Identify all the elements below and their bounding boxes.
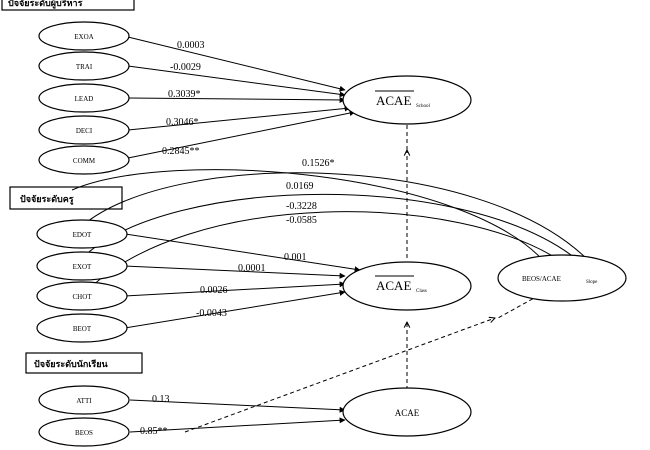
path-beot-class	[124, 289, 346, 329]
group-label-school: ปัจจัยระดับผู้บริหาร	[8, 0, 83, 9]
path-trai-school	[127, 65, 346, 98]
path-beos-acae	[129, 417, 346, 433]
node-acae: ACAE	[342, 387, 472, 437]
node-beos: BEOS	[38, 417, 130, 447]
coef-edot-class: 0.001	[284, 252, 307, 263]
node-acae-class: ACAE Class	[342, 261, 472, 311]
path-comm-slope	[71, 169, 549, 267]
svg-text:EXOT: EXOT	[73, 263, 92, 271]
node-exoa: EXOA	[38, 21, 130, 51]
svg-text:ATTI: ATTI	[76, 397, 92, 405]
coef-exot-class: 0.0001	[238, 263, 266, 274]
node-edot: EDOT	[36, 219, 128, 249]
node-atti: ATTI	[38, 385, 130, 415]
path-atti-acae	[129, 399, 346, 413]
path-chot-class	[124, 281, 346, 297]
path-exot-slope	[81, 193, 581, 263]
node-exot: EXOT	[36, 251, 128, 281]
node-beot: BEOT	[36, 313, 128, 343]
coef-comm: 0.2845**	[162, 146, 200, 157]
coef-trai: -0.0029	[170, 62, 201, 73]
coef-deci: 0.3046*	[166, 117, 199, 128]
node-slope: BEOS/ACAE Slope	[497, 254, 627, 302]
svg-text:ACAE: ACAE	[376, 93, 411, 108]
svg-text:CHOT: CHOT	[72, 293, 92, 301]
svg-text:BEOT: BEOT	[73, 325, 92, 333]
node-lead: LEAD	[38, 83, 130, 113]
path-exot-class	[124, 265, 346, 279]
group-label-student: ปัจจัยระดับนักเรียน	[34, 359, 109, 369]
svg-text:COMM: COMM	[73, 157, 96, 165]
group-box-student: ปัจจัยระดับนักเรียน	[25, 352, 143, 374]
coef-exoa: 0.0003	[177, 40, 205, 51]
svg-text:ACAE: ACAE	[395, 408, 420, 418]
path-comm-school	[127, 110, 356, 159]
coef-chot-slope: -0.3228	[286, 201, 317, 212]
svg-text:EXOA: EXOA	[74, 33, 93, 41]
svg-text:School: School	[416, 104, 431, 109]
coef-beot-class: -0.0043	[196, 308, 227, 319]
node-comm: COMM	[38, 145, 130, 175]
svg-text:TRAI: TRAI	[76, 63, 93, 71]
svg-text:Class: Class	[416, 289, 427, 294]
coef-edot-slope: 0.1526*	[302, 158, 335, 169]
node-chot: CHOT	[36, 281, 128, 311]
coef-atti: 0.13	[152, 394, 170, 405]
path-edot-class	[124, 233, 361, 273]
svg-text:DECI: DECI	[76, 127, 93, 135]
group-box-school: ปัจจัยระดับผู้บริหาร	[1, 0, 135, 11]
coef-exot-slope: 0.0169	[286, 181, 314, 192]
coef-beos: 0.85**	[140, 426, 168, 437]
svg-text:EDOT: EDOT	[73, 231, 92, 239]
svg-text:LEAD: LEAD	[75, 95, 94, 103]
path-edot-slope	[81, 172, 591, 263]
svg-text:BEOS/ACAE: BEOS/ACAE	[522, 275, 561, 283]
node-acae-school: ACAE School	[342, 75, 472, 125]
path-beos-slope-dashed	[184, 318, 495, 433]
svg-text:Slope: Slope	[586, 280, 598, 285]
node-trai: TRAI	[38, 51, 130, 81]
svg-text:ACAE: ACAE	[376, 278, 411, 293]
node-deci: DECI	[38, 115, 130, 145]
coef-chot-class: 0.0026	[200, 285, 228, 296]
path-chot-slope	[84, 211, 566, 294]
path-deci-school	[127, 105, 351, 131]
svg-text:BEOS: BEOS	[75, 429, 93, 437]
coef-lead: 0.3039*	[168, 89, 201, 100]
path-exoa-school	[127, 36, 346, 92]
group-box-teacher: ปัจจัยระดับครู	[9, 186, 123, 210]
group-label-teacher: ปัจจัยระดับครู	[20, 194, 74, 205]
path-lead-school	[127, 96, 346, 103]
coef-beot-slope: -0.0585	[286, 215, 317, 226]
